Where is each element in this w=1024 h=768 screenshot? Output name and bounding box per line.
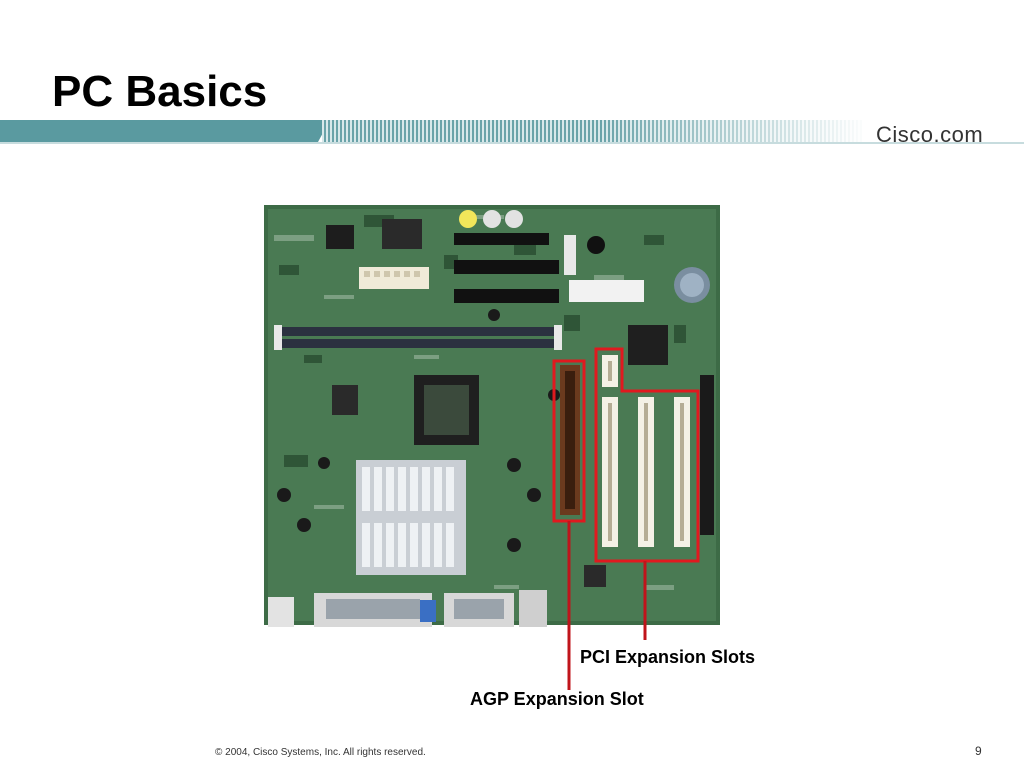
slide-title: PC Basics [52,67,268,116]
cisco-logo: Cisco.com [876,122,984,147]
header-bar [0,120,1024,144]
page-number: 9 [975,744,982,758]
agp-expansion-slot-label: AGP Expansion Slot [470,689,644,709]
motherboard-image [264,205,720,627]
copyright-notice: © 2004, Cisco Systems, Inc. All rights r… [215,747,426,758]
pci-expansion-slots-label: PCI Expansion Slots [580,647,756,667]
